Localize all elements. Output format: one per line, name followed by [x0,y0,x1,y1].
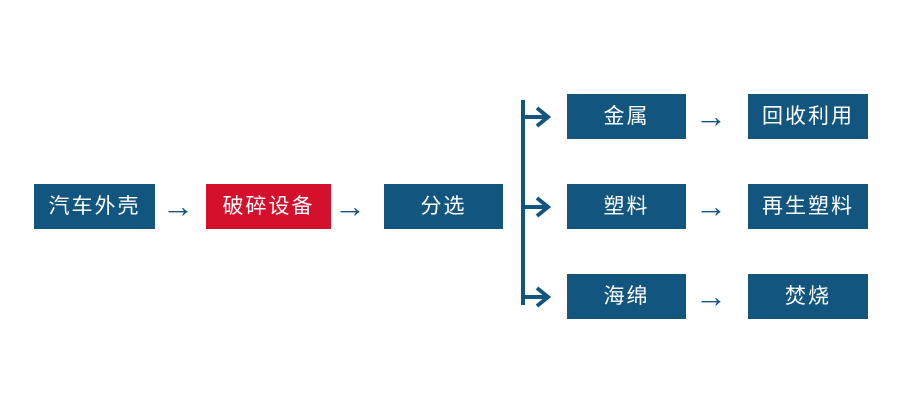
branch-arrow-right-icon [524,194,558,220]
node-sorting-label: 分选 [420,195,467,218]
node-recycling-reuse-label: 回收利用 [762,105,854,128]
branch-trunk-line [521,100,525,305]
arrow-right-icon: → [695,278,727,314]
arrow-right-icon: → [162,188,194,224]
node-plastic-label: 塑料 [603,195,650,218]
node-recycled-plastic: 再生塑料 [748,184,868,229]
node-sponge: 海绵 [567,274,686,319]
node-crushing-equipment-label: 破碎设备 [222,195,315,218]
node-crushing-equipment: 破碎设备 [206,184,331,229]
branch-arrow-right-icon [524,104,558,130]
node-recycling-reuse: 回收利用 [748,94,868,139]
arrow-right-icon: → [695,188,727,224]
node-recycled-plastic-label: 再生塑料 [762,195,854,218]
node-metal-label: 金属 [603,105,650,128]
node-plastic: 塑料 [567,184,686,229]
node-incineration: 焚烧 [748,274,868,319]
node-metal: 金属 [567,94,686,139]
node-incineration-label: 焚烧 [785,285,831,308]
branch-arrow-right-icon [524,284,558,310]
node-car-shell-label: 汽车外壳 [48,195,141,218]
node-car-shell: 汽车外壳 [34,184,155,229]
node-sorting: 分选 [384,184,503,229]
arrow-right-icon: → [334,188,366,224]
arrow-right-icon: → [695,98,727,134]
node-sponge-label: 海绵 [603,285,650,308]
